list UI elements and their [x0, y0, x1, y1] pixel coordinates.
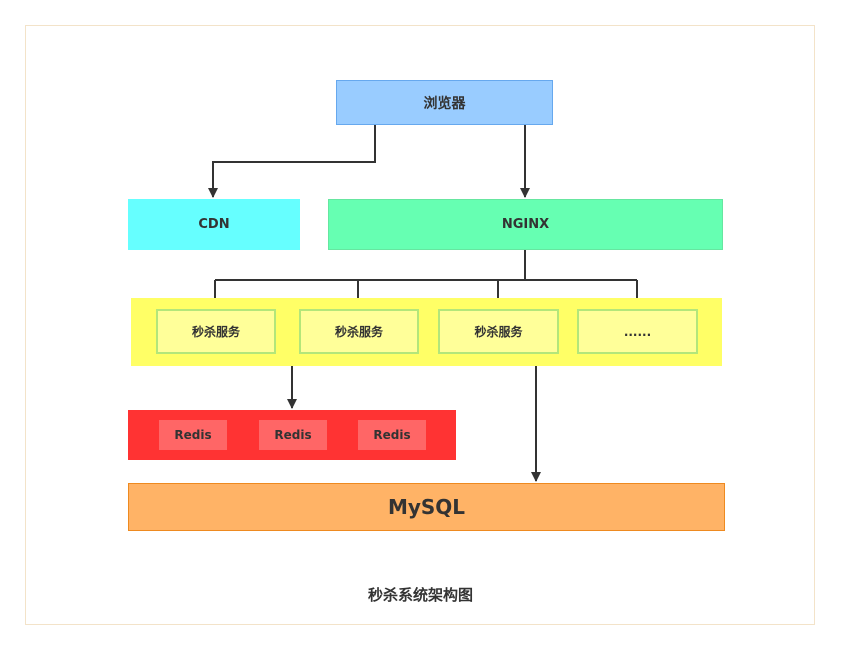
cdn-node: CDN — [128, 199, 300, 250]
browser-node: 浏览器 — [336, 80, 553, 125]
mysql-node: MySQL — [128, 483, 725, 531]
seckill-service-node: 秒杀服务 — [299, 309, 419, 354]
seckill-service-node: 秒杀服务 — [156, 309, 276, 354]
redis-node: Redis — [259, 420, 327, 450]
nginx-node: NGINX — [328, 199, 723, 250]
more-services-node: ...... — [577, 309, 698, 354]
diagram-caption: 秒杀系统架构图 — [367, 586, 473, 604]
redis-node: Redis — [159, 420, 227, 450]
redis-node: Redis — [358, 420, 426, 450]
seckill-service-node: 秒杀服务 — [438, 309, 559, 354]
